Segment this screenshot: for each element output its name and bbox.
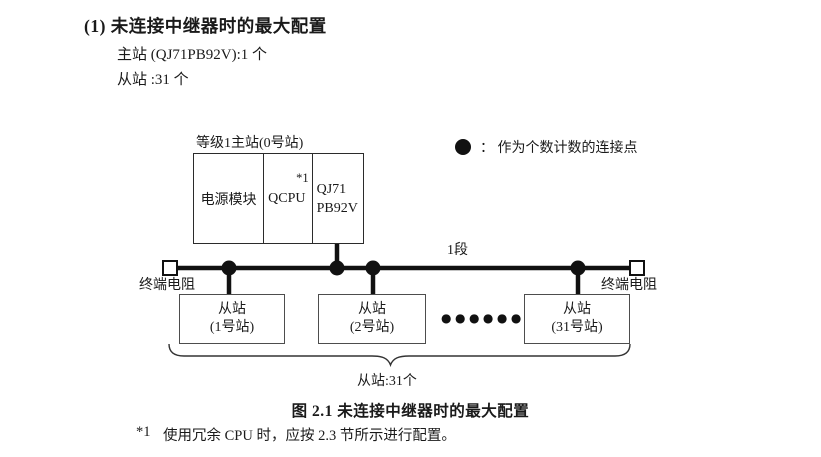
slave-name: 从站 (358, 302, 386, 317)
connection-dot (570, 260, 586, 276)
connection-dot (221, 260, 237, 276)
slaves-ellipsis-dots: ●●●●●● (441, 311, 525, 325)
connection-dot (329, 260, 345, 276)
legend: ： 作为个数计数的连接点 (455, 137, 638, 157)
footnote-text: 使用冗余 CPU 时，应按 2.3 节所示进行配置。 (163, 428, 456, 444)
slave-name: 从站 (218, 302, 246, 317)
slave-station-number: (2号站) (349, 320, 395, 335)
slave-station-1-box: 从站 (1号站) (179, 294, 285, 344)
segment-label: 1段 (447, 243, 468, 258)
terminator-square-right (629, 260, 645, 276)
slave-count-line: 从站 :31 个 (117, 72, 189, 88)
connection-dot-icon (455, 139, 471, 155)
slave-station-31-box: 从站 (31号站) (524, 294, 630, 344)
figure-caption: 图 2.1 未连接中继器时的最大配置 (291, 403, 530, 420)
slave-station-2-box: 从站 (2号站) (318, 294, 426, 344)
master-count-line: 主站 (QJ71PB92V):1 个 (117, 47, 268, 63)
power-module-cell: 电源模块 (194, 154, 265, 243)
pb92v-label-line2: PB92V (316, 200, 358, 216)
slave-total-label: 从站:31个 (357, 374, 417, 389)
cpu-footnote-ref: *1 (296, 171, 309, 185)
legend-text: ： 作为个数计数的连接点 (480, 141, 638, 156)
cpu-label: QCPU (268, 190, 306, 206)
connection-dot (365, 260, 381, 276)
slave-name: 从站 (563, 302, 591, 317)
slave-station-number: (31号站) (551, 320, 603, 335)
master-station-label: 等级1主站(0号站) (196, 136, 304, 151)
terminator-square-left (162, 260, 178, 276)
slave-station-number: (1号站) (209, 320, 255, 335)
slave-group-brace (168, 343, 631, 368)
terminator-label-left: 终端电阻 (139, 278, 195, 293)
pb92v-label-line1: QJ71 (316, 181, 347, 197)
footnote-marker: *1 (136, 424, 151, 440)
section-title: (1) 未连接中继器时的最大配置 (84, 16, 327, 36)
master-station-box: 电源模块 *1 QCPU QJ71 PB92V (193, 153, 364, 244)
terminator-label-right: 终端电阻 (601, 278, 657, 293)
pb92v-cell: QJ71 PB92V (313, 154, 363, 243)
cpu-cell: *1 QCPU (264, 154, 313, 243)
